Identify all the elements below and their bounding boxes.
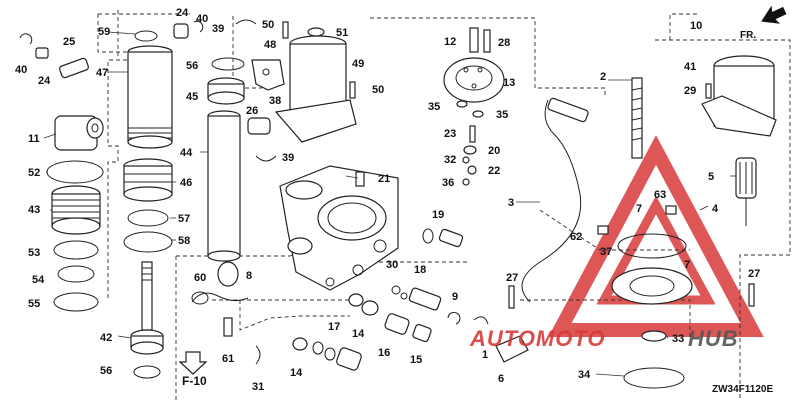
callout-22: 22 — [488, 165, 500, 177]
pump-housing — [279, 165, 399, 291]
leader-lines — [43, 31, 736, 377]
callout-20: 20 — [488, 145, 500, 157]
group-outlines — [97, 10, 791, 400]
callout-50: 50 — [372, 84, 384, 96]
callout-7: 7 — [684, 259, 690, 271]
callout-9: 9 — [452, 291, 458, 303]
figure-reference: F-10 — [178, 351, 208, 388]
callout-31: 31 — [252, 381, 264, 393]
callout-27: 27 — [506, 272, 518, 284]
callout-24: 24 — [176, 7, 189, 19]
callout-10: 10 — [690, 20, 702, 32]
valve-parts — [191, 228, 529, 371]
callout-36: 36 — [442, 177, 454, 189]
callout-54: 54 — [32, 274, 45, 286]
callout-44: 44 — [180, 147, 193, 159]
callout-56: 56 — [186, 60, 198, 72]
callout-61: 61 — [222, 353, 234, 365]
callout-23: 23 — [444, 128, 456, 140]
callout-38: 38 — [269, 95, 281, 107]
callout-26: 26 — [246, 105, 258, 117]
callout-58: 58 — [178, 235, 190, 247]
callout-5: 5 — [708, 171, 714, 183]
callout-2: 2 — [600, 71, 606, 83]
callout-28: 28 — [498, 37, 510, 49]
callout-4: 4 — [712, 203, 719, 215]
callout-63: 63 — [654, 189, 666, 201]
callout-24: 24 — [38, 75, 51, 87]
callout-6: 6 — [498, 373, 504, 385]
callout-14: 14 — [352, 328, 365, 340]
callout-60: 60 — [194, 272, 206, 284]
callout-43: 43 — [28, 204, 40, 216]
callout-8: 8 — [246, 270, 252, 282]
callout-19: 19 — [432, 209, 444, 221]
callout-15: 15 — [410, 354, 422, 366]
center-upper-parts — [207, 19, 357, 262]
callout-40: 40 — [196, 13, 208, 25]
callout-41: 41 — [684, 61, 696, 73]
motor-parts — [508, 55, 777, 389]
callout-39: 39 — [212, 23, 224, 35]
callout-55: 55 — [28, 298, 40, 310]
callout-48: 48 — [264, 39, 276, 51]
callout-14: 14 — [290, 367, 303, 379]
watermark-text: AUTOMOTO HUB — [469, 326, 739, 351]
callout-3: 3 — [508, 197, 514, 209]
callout-29: 29 — [684, 85, 696, 97]
front-direction-arrow-icon: FR. — [740, 5, 787, 41]
callout-57: 57 — [178, 213, 190, 225]
callout-49: 49 — [352, 58, 364, 70]
callout-16: 16 — [378, 347, 390, 359]
callout-18: 18 — [414, 264, 426, 276]
callout-40: 40 — [15, 64, 27, 76]
callout-51: 51 — [336, 27, 348, 39]
callout-42: 42 — [100, 332, 112, 344]
callout-56: 56 — [100, 365, 112, 377]
callout-35: 35 — [496, 109, 508, 121]
callout-37: 37 — [600, 246, 612, 258]
callout-45: 45 — [186, 91, 198, 103]
callout-17: 17 — [328, 321, 340, 333]
callout-50: 50 — [262, 19, 274, 31]
callout-21: 21 — [378, 173, 390, 185]
callout-47: 47 — [96, 67, 108, 79]
left-column-parts — [19, 20, 204, 379]
callout-32: 32 — [444, 154, 456, 166]
callout-52: 52 — [28, 167, 40, 179]
callout-62: 62 — [570, 231, 582, 243]
callout-25: 25 — [63, 36, 75, 48]
callout-33: 33 — [672, 333, 684, 345]
callout-53: 53 — [28, 247, 40, 259]
callout-35: 35 — [428, 101, 440, 113]
callout-46: 46 — [180, 177, 192, 189]
callout-34: 34 — [578, 369, 591, 381]
callout-59: 59 — [98, 26, 110, 38]
callout-12: 12 — [444, 36, 456, 48]
callout-1: 1 — [482, 349, 488, 361]
valve-body-parts — [443, 27, 505, 186]
svg-text:AUTOMOTO: AUTOMOTO — [469, 326, 606, 351]
callout-labels: 40 24 25 59 24 40 47 11 52 46 43 57 58 5… — [15, 7, 760, 393]
callout-39: 39 — [282, 152, 294, 164]
drawing-code: ZW34F1120E — [712, 384, 773, 395]
callout-7: 7 — [636, 203, 642, 215]
callout-11: 11 — [28, 133, 40, 145]
svg-text:F-10: F-10 — [182, 374, 207, 388]
callout-13: 13 — [503, 77, 515, 89]
svg-text:HUB: HUB — [688, 326, 739, 351]
svg-text:FR.: FR. — [740, 30, 756, 41]
callout-27: 27 — [748, 268, 760, 280]
callout-30: 30 — [386, 259, 398, 271]
